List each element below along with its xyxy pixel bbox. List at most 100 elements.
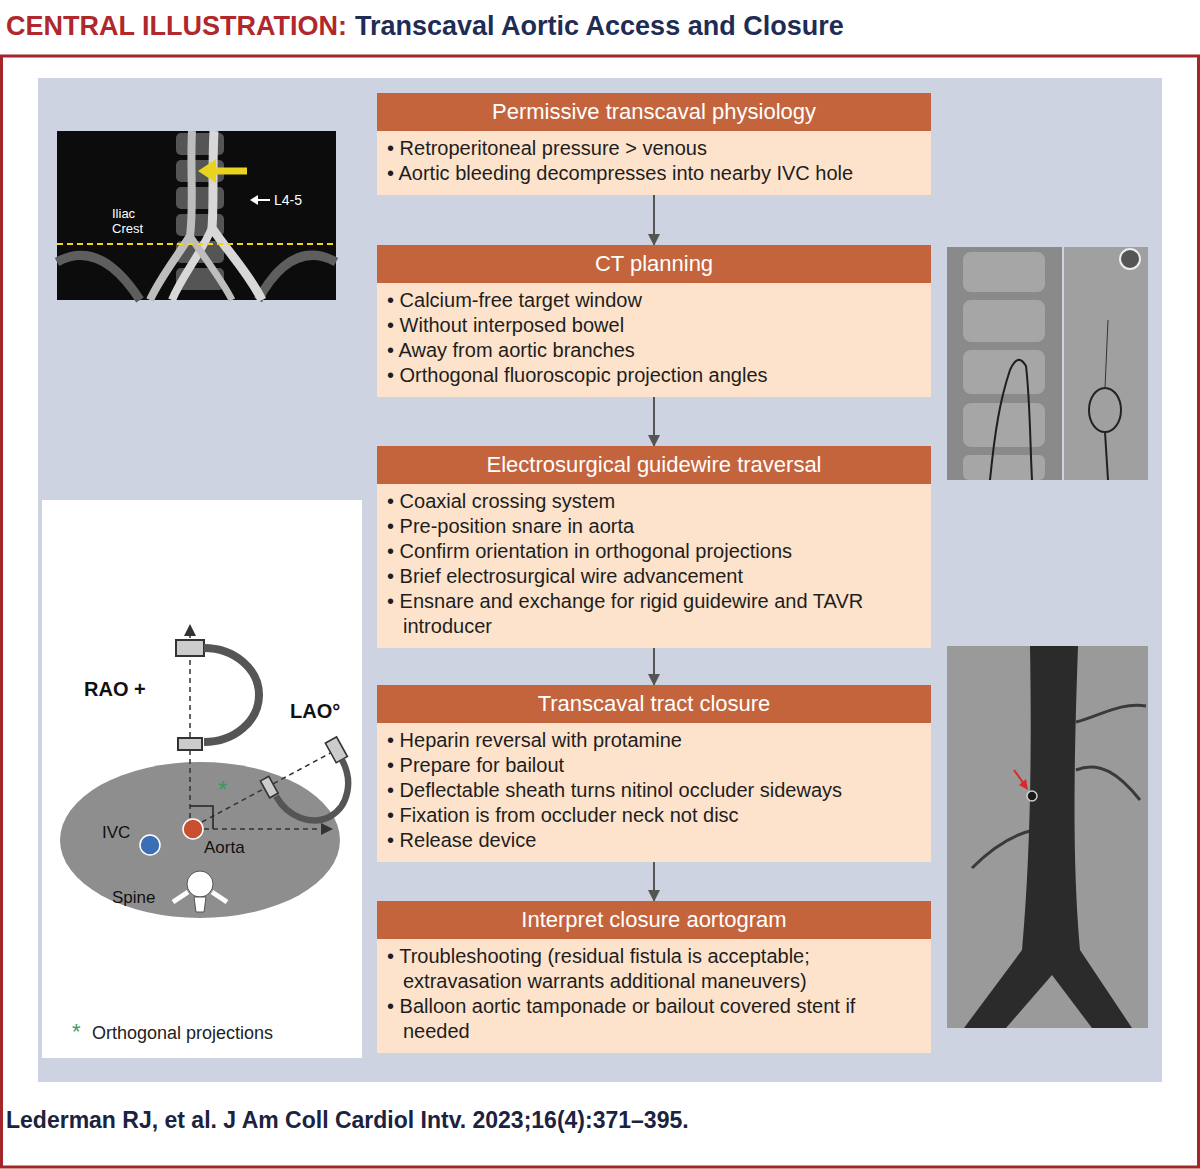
panel-ground: [38, 78, 1162, 1082]
flow-arrow: [653, 648, 655, 685]
diagram-ground: [42, 500, 362, 1058]
bullet-text: • Retroperitoneal pressure > venous: [387, 136, 921, 161]
anatomy-label: IVC: [102, 823, 130, 843]
spinous-process: [194, 897, 206, 912]
aortogram-image: [947, 646, 1148, 1028]
box-body: • Troubleshooting (residual fistula is a…: [377, 939, 931, 1053]
aorta-circle: [183, 819, 203, 839]
bullet-text: • Brief electrosurgical wire advancement: [387, 564, 921, 589]
transverse-process: [173, 892, 227, 902]
flow-arrow: [653, 397, 655, 446]
pelvis: [258, 255, 336, 300]
title-text: Transcaval Aortic Access and Closure: [355, 11, 844, 41]
yellow-arrow: [214, 168, 247, 175]
pointer-arrowhead: [250, 195, 258, 205]
level-label: L4-5: [274, 192, 302, 208]
projection-label: LAO°: [290, 700, 340, 723]
fluoro-ground: [1064, 247, 1148, 480]
snare-loop: [1089, 388, 1121, 432]
yellow-arrowhead: [198, 159, 216, 183]
anatomy-label: Aorta: [204, 838, 245, 858]
orthogonal-mark: *: [72, 1019, 81, 1044]
bullet-text: • Release device: [387, 828, 921, 853]
projection-diagram: [42, 500, 369, 1058]
title-line: CENTRAL ILLUSTRATION: Transcaval Aortic A…: [6, 9, 844, 43]
box-heading: Transcaval tract closure: [377, 685, 931, 723]
box-body: • Heparin reversal with protamine• Prepa…: [377, 723, 931, 862]
branch-vessel: [1076, 767, 1140, 800]
bullet-text: • Heparin reversal with protamine: [387, 728, 921, 753]
ivc-circle: [140, 835, 160, 855]
box-heading: Permissive transcaval physiology: [377, 93, 931, 131]
red-arrow: [1014, 770, 1024, 784]
pelvis: [57, 255, 140, 300]
box-heading: Interpret closure aortogram: [377, 901, 931, 939]
flow-box: Interpret closure aortogram • Troubleshoo…: [377, 901, 931, 1053]
bullet-text: • Coaxial crossing system: [387, 489, 921, 514]
bullet-text: • Orthogonal fluoroscopic projection ang…: [387, 363, 921, 388]
body-cross-section: [60, 762, 340, 918]
c-arm: [176, 640, 259, 750]
anatomy-label: Iliac Crest: [112, 206, 156, 236]
occluder-device: [1027, 791, 1037, 801]
aorta-contrast: [964, 646, 1132, 1028]
anatomy-label: Spine: [112, 888, 155, 908]
branch-vessel: [1076, 705, 1146, 722]
guidewire: [990, 360, 1032, 480]
beam-line: [189, 636, 191, 818]
bullet-text: • Confirm orientation in orthogonal proj…: [387, 539, 921, 564]
iliac-crest-line: [57, 243, 336, 245]
c-arm: [260, 737, 369, 838]
vertebra: [963, 403, 1045, 447]
iliac-vein: [190, 236, 232, 300]
ivc-vessel: [150, 131, 192, 300]
bullet-text: • Ensnare and exchange for rigid guidewi…: [387, 589, 921, 639]
bullet-text: • Fixation is from occluder neck not dis…: [387, 803, 921, 828]
citation-caption: Lederman RJ, et al. J Am Coll Cardiol In…: [6, 1106, 689, 1134]
fluoro-ground: [947, 247, 1062, 480]
vertebra: [963, 252, 1045, 292]
flow-box: Electrosurgical guidewire traversal• Coa…: [377, 446, 931, 648]
box-body: • Retroperitoneal pressure > venous• Aor…: [377, 131, 931, 195]
beam-arrowhead: [321, 823, 333, 835]
vertebral-body: [187, 871, 213, 897]
x-ray-source: [178, 738, 202, 750]
box-body: • Calcium-free target window• Without in…: [377, 283, 931, 397]
bullet-text: • Calcium-free target window: [387, 288, 921, 313]
bullet-text: • Balloon aortic tamponade or bailout co…: [387, 994, 921, 1044]
note-text: Orthogonal projections: [92, 1023, 273, 1044]
frame-border: [2, 56, 1199, 1167]
box-body: • Coaxial crossing system• Pre-position …: [377, 484, 931, 648]
marker: [1120, 249, 1140, 269]
flow-box: Permissive transcaval physiology• Retrop…: [377, 93, 931, 195]
detector: [176, 640, 204, 656]
flow-box: Transcaval tract closure• Heparin revers…: [377, 685, 931, 862]
right-angle-mark: [190, 806, 213, 829]
orthogonal-mark: *: [218, 776, 227, 804]
box-heading: CT planning: [377, 245, 931, 283]
bullet-text: • Troubleshooting (residual fistula is a…: [387, 944, 921, 994]
flow-box: CT planning• Calcium-free target window•…: [377, 245, 931, 397]
bullet-text: • Without interposed bowel: [387, 313, 921, 338]
beam-line: [204, 828, 322, 830]
beam-line: [202, 750, 336, 822]
bullet-text: • Deflectable sheath turns nitinol occlu…: [387, 778, 921, 803]
title-prefix: CENTRAL ILLUSTRATION:: [6, 11, 347, 41]
ct-ground: [57, 131, 336, 300]
c-arm-arc: [204, 648, 259, 742]
red-arrowhead: [1019, 779, 1028, 790]
bullet-text: • Aortic bleeding decompresses into near…: [387, 161, 921, 186]
x-ray-source: [260, 776, 278, 797]
pointer-arrow: [257, 199, 270, 201]
bullet-text: • Prepare for bailout: [387, 753, 921, 778]
angio-ground: [947, 646, 1148, 1028]
fluoroscopy-images: [947, 247, 1148, 480]
flow-arrow: [653, 862, 655, 901]
wire: [1105, 320, 1108, 388]
beam-arrowhead: [184, 624, 196, 636]
vertebra: [963, 300, 1045, 342]
ct-image: [57, 131, 336, 300]
projection-label: RAO +: [84, 678, 146, 701]
catheter: [1105, 432, 1108, 480]
